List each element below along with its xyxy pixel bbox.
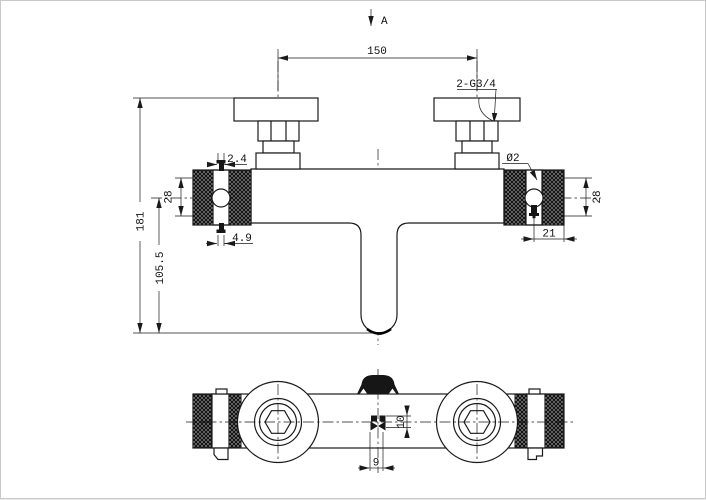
- label-dim-181: 181: [136, 211, 148, 231]
- left-escutcheon: [233, 97, 319, 122]
- label-mask: [134, 202, 145, 241]
- left-handle-knurl: [192, 169, 214, 226]
- label-dim-9: 9: [373, 458, 380, 470]
- label-mask: [153, 245, 165, 291]
- left-hex-flats: [270, 121, 287, 141]
- knob-notch: [389, 388, 396, 394]
- ext-line: [217, 153, 225, 162]
- knob-notch: [360, 388, 367, 394]
- left-bottom-pin: [219, 223, 224, 230]
- leader-line: [527, 163, 538, 181]
- plan-view: 10 9: [186, 369, 576, 473]
- left-inlet-boss: [255, 152, 301, 170]
- left-top-pin: [219, 163, 224, 171]
- ext-line: [217, 235, 225, 246]
- right-end-band: [526, 393, 546, 449]
- ext-line: [175, 177, 193, 217]
- detail-arrow: [378, 421, 386, 431]
- left-end-knurl: [192, 393, 213, 449]
- label-dim-28-right: 28: [592, 190, 604, 203]
- right-handle-hole: [524, 188, 544, 208]
- label-dim-150: 150: [367, 46, 387, 58]
- left-end-band: [211, 393, 230, 449]
- leader-line: [491, 89, 498, 124]
- left-hex-nut: [257, 120, 300, 142]
- right-top-tab: [528, 388, 541, 395]
- right-hex-flats: [469, 121, 485, 141]
- label-hole-diameter: Ø2: [506, 153, 519, 165]
- right-inlet-boss: [454, 152, 500, 170]
- label-dim-2-4: 2.4: [227, 154, 247, 166]
- right-tailpiece: [461, 140, 493, 154]
- label-dim-21: 21: [542, 229, 556, 241]
- label-section-marker: A: [381, 16, 388, 28]
- left-top-pin: [216, 160, 226, 164]
- label-thread-callout: 2-G3/4: [456, 79, 496, 91]
- detail-arrow: [370, 421, 378, 431]
- mixer-body: [250, 168, 505, 334]
- label-dim-28-left: 28: [164, 190, 176, 203]
- right-bottom-tab: [527, 447, 544, 461]
- ext-line: [564, 177, 592, 217]
- left-tailpiece: [262, 140, 295, 154]
- leader-dot: [532, 215, 536, 219]
- center-detail: [379, 415, 386, 422]
- right-end-knurl: [544, 393, 565, 449]
- right-handle-knurl: [541, 169, 565, 226]
- left-bottom-pin: [216, 229, 226, 233]
- ext-line: [369, 432, 384, 471]
- center-detail: [371, 415, 377, 422]
- front-view: A 150 2-G3/4: [133, 9, 604, 345]
- right-pin: [531, 205, 537, 214]
- left-top-tab: [215, 388, 228, 395]
- right-handle-knurl: [503, 169, 527, 226]
- left-bottom-tab: [213, 447, 229, 461]
- label-dim-105-5: 105.5: [155, 251, 167, 284]
- label-dim-4-9: 4.9: [232, 233, 252, 245]
- right-escutcheon: [433, 97, 521, 122]
- right-pin: [529, 213, 539, 216]
- right-hex-nut: [455, 120, 499, 142]
- left-handle-hole: [211, 188, 231, 208]
- label-dim-10: 10: [396, 415, 408, 428]
- thread-break-arc: [478, 97, 494, 122]
- spout-outlet-edge: [366, 327, 392, 335]
- left-handle-knurl: [228, 169, 252, 226]
